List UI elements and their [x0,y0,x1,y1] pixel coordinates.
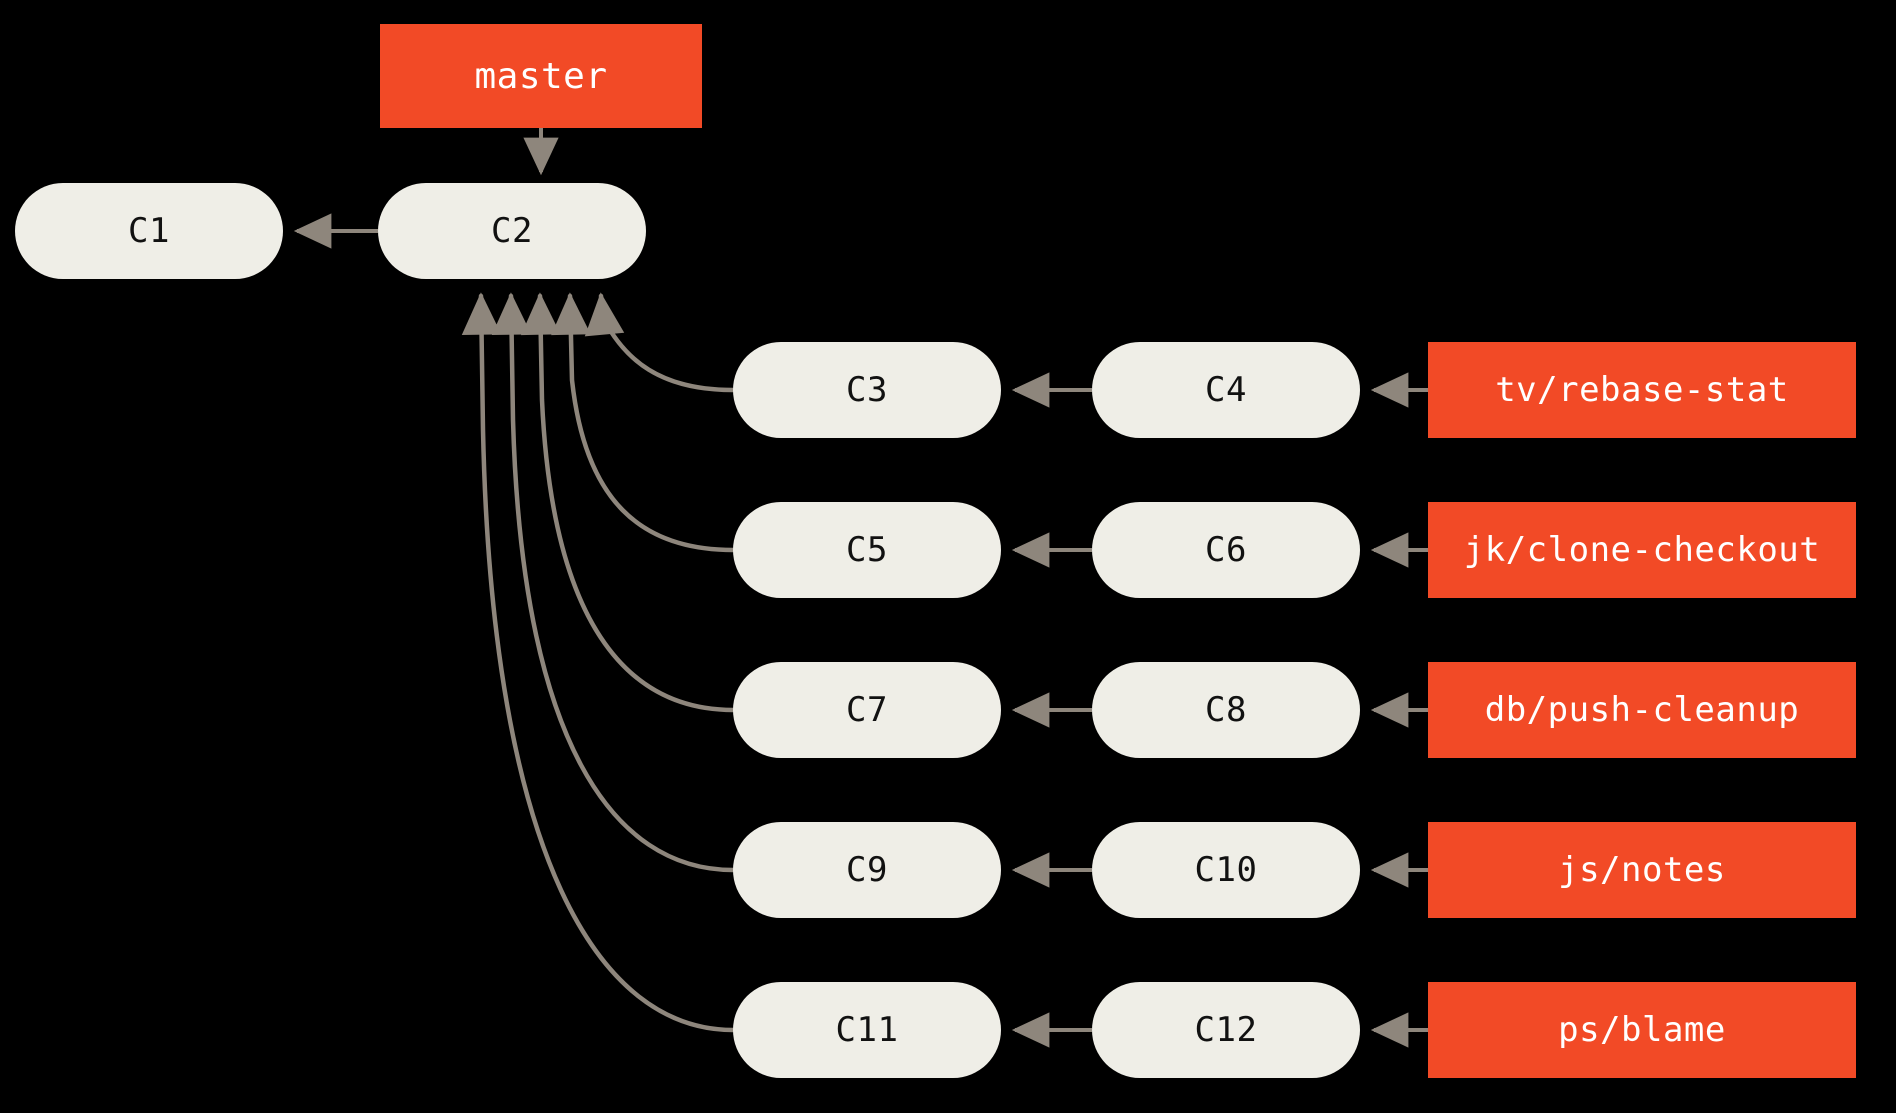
commit-label: C1 [128,211,170,251]
branch-label-js-notes[interactable]: js/notes [1428,822,1856,918]
commit-node-c12[interactable]: C12 [1092,982,1360,1078]
commit-node-c11[interactable]: C11 [733,982,1001,1078]
edge-c11-to-c2 [461,292,736,1033]
branch-label-master[interactable]: master [380,24,702,128]
commit-label: C8 [1205,690,1247,730]
commit-label: C7 [846,690,888,730]
commit-node-c10[interactable]: C10 [1092,822,1360,918]
commit-label: C11 [835,1010,899,1050]
branch-label-db-push-cleanup[interactable]: db/push-cleanup [1428,662,1856,758]
commit-node-c3[interactable]: C3 [733,342,1001,438]
commit-label: C3 [846,370,888,410]
commit-label: C10 [1194,850,1258,890]
branch-name: tv/rebase-stat [1495,370,1789,410]
edge-c7-to-c2 [520,292,736,713]
branch-label-jk-clone-checkout[interactable]: jk/clone-checkout [1428,502,1856,598]
commit-node-c8[interactable]: C8 [1092,662,1360,758]
commit-label: C5 [846,530,888,570]
commit-label: C9 [846,850,888,890]
commit-node-c2[interactable]: C2 [378,183,646,279]
edge-c5-to-c2 [551,292,736,553]
commit-label: C6 [1205,530,1247,570]
commit-node-c9[interactable]: C9 [733,822,1001,918]
commit-label: C2 [491,211,533,251]
branch-name: jk/clone-checkout [1463,530,1821,570]
edge-c9-to-c2 [491,292,736,873]
commit-label: C12 [1194,1010,1258,1050]
commit-node-c4[interactable]: C4 [1092,342,1360,438]
branch-name: db/push-cleanup [1484,690,1800,730]
commit-node-c6[interactable]: C6 [1092,502,1360,598]
commit-node-c7[interactable]: C7 [733,662,1001,758]
branch-label-ps-blame[interactable]: ps/blame [1428,982,1856,1078]
branch-label-tv-rebase-stat[interactable]: tv/rebase-stat [1428,342,1856,438]
edge-c3-to-c2 [584,292,736,393]
commit-node-c1[interactable]: C1 [15,183,283,279]
branch-name: js/notes [1558,850,1726,890]
commit-node-c5[interactable]: C5 [733,502,1001,598]
branch-name: ps/blame [1558,1010,1726,1050]
commit-label: C4 [1205,370,1247,410]
branch-name: master [474,55,608,97]
